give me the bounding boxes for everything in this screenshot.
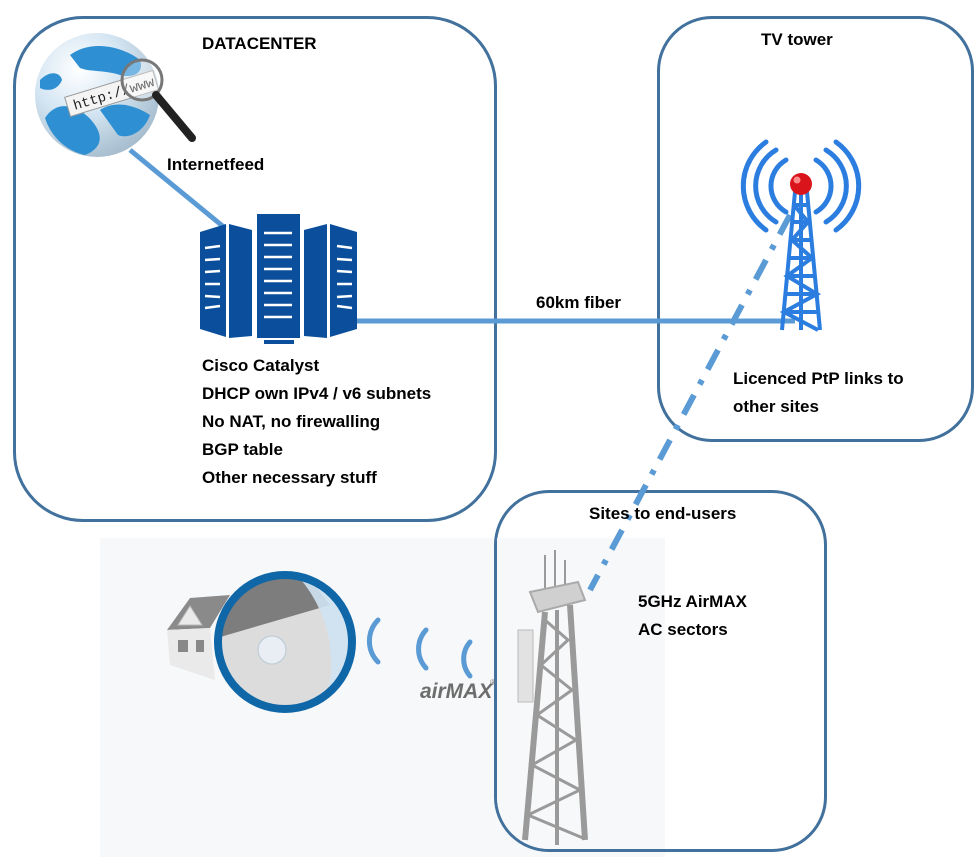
description-line: Licenced PtP links to [733,369,904,388]
description-line: AC sectors [638,620,728,639]
tv-tower-title: TV tower [761,30,833,49]
feature-item: DHCP own IPv4 / v6 subnets [202,384,432,403]
fiber-link-label: 60km fiber [536,293,622,312]
feature-item: BGP table [202,440,283,459]
house-icon [167,595,230,680]
feature-item: No NAT, no firewalling [202,412,381,431]
end-user-sites-box [494,490,827,852]
internet-feed-label: Internetfeed [167,155,265,174]
feature-item: Other necessary stuff [202,468,377,487]
radio-tower-icon [740,139,862,332]
airmax-brand-logo: airMAX [420,680,494,703]
sector-tower-icon [517,550,588,845]
ptp-wireless-link [587,213,793,592]
airmax-registered-mark: ® [490,678,496,687]
feature-item: Cisco Catalyst [202,356,320,375]
description-line: 5GHz AirMAX [638,592,747,611]
end-user-sites-description: 5GHz AirMAX AC sectors [638,588,747,644]
datacenter-title: DATACENTER [202,34,317,53]
internet-feed-link [128,148,227,230]
tv-tower-box [657,16,974,442]
globe-icon: http://www [35,33,196,157]
tv-tower-description: Licenced PtP links to other sites [733,365,904,421]
description-line: other sites [733,397,819,416]
wireless-waves-icon [366,617,473,679]
tower-beacon [790,173,812,195]
end-user-sites-title: Sites to end-users [589,504,737,523]
datacenter-feature-list: Cisco Catalyst DHCP own IPv4 / v6 subnet… [202,352,431,492]
server-rack-icon [200,214,357,344]
magnified-cpe-lens [214,571,356,713]
